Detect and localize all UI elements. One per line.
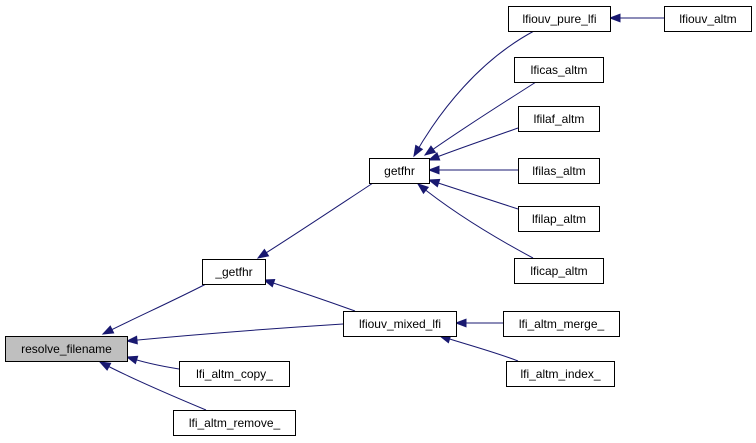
node-box: [514, 57, 604, 83]
edge-lfilaf-altm-to-getfhr: [428, 127, 519, 161]
node-label: lfi_altm_index_: [520, 367, 600, 381]
node-label: lficap_altm: [530, 264, 587, 278]
edge-lfilaf-altm-to-getfhr-arrowhead: [427, 152, 441, 161]
edge-getfhr-to-getfhr: [257, 182, 374, 259]
node-label: lfiouv_altm: [679, 12, 736, 26]
node-lfiouv-altm[interactable]: lfiouv_altm: [664, 6, 752, 32]
node-label: _getfhr: [214, 265, 252, 279]
node-label: lficas_altm: [531, 63, 588, 77]
node-box: [506, 361, 615, 387]
node-label: lfi_altm_merge_: [519, 317, 605, 331]
node-box: [514, 258, 604, 284]
node-label: lfiouv_pure_lfi: [522, 12, 596, 26]
node-box: [518, 106, 600, 132]
node-box: [343, 311, 457, 337]
edge-lfi-altm-merge-to-lfiouv-mixed-lfi-arrowhead: [454, 318, 467, 328]
node-lfi-altm-copy[interactable]: lfi_altm_copy_: [179, 361, 290, 387]
node-label: lfi_altm_copy_: [196, 367, 273, 381]
edge-lfiouv-altm-to-lfiouv-pure-lfi-arrowhead: [608, 13, 621, 23]
node-label: lfi_altm_remove_: [189, 416, 281, 430]
node-box: [503, 311, 620, 337]
node-box: [179, 361, 290, 387]
edge-lficas-altm-to-getfhr: [424, 81, 537, 156]
node-label: lfilaf_altm: [534, 112, 585, 126]
node-label: resolve_filename: [21, 342, 112, 356]
edge-lfiouv-mixed-lfi-to-getfhr: [263, 279, 356, 312]
node-box: [508, 6, 611, 32]
edge-lfi-altm-copy-to-resolve-filename-arrowhead: [125, 355, 139, 365]
node-label: getfhr: [384, 164, 415, 178]
edge-getfhr-to-resolve-filename: [102, 283, 207, 335]
edge-lfi-altm-remove-to-resolve-filename-arrowhead: [98, 361, 112, 371]
node-lfi-altm-remove[interactable]: lfi_altm_remove_: [173, 410, 296, 436]
node-lficap-altm[interactable]: lficap_altm: [514, 258, 604, 284]
node-box: [518, 206, 600, 232]
node-box: [518, 158, 600, 184]
edge-lfilas-altm-to-getfhr-arrowhead: [427, 165, 440, 175]
node-label: lfiouv_mixed_lfi: [359, 317, 441, 331]
edge-lfi-altm-remove-to-resolve-filename: [99, 361, 207, 411]
edge-lfiouv-pure-lfi-to-getfhr: [413, 30, 535, 157]
node-box: [5, 336, 128, 362]
node-lfi-altm-merge[interactable]: lfi_altm_merge_: [503, 311, 620, 337]
edges-layer: [98, 13, 664, 411]
node-lfi-altm-index[interactable]: lfi_altm_index_: [506, 361, 615, 387]
node-lfiouv-pure-lfi[interactable]: lfiouv_pure_lfi: [508, 6, 611, 32]
node-lfiouv-mixed-lfi[interactable]: lfiouv_mixed_lfi: [343, 311, 457, 337]
node-label: lfilas_altm: [532, 164, 585, 178]
node-getfhr[interactable]: _getfhr: [202, 259, 266, 285]
edge-getfhr-to-getfhr-arrowhead: [256, 248, 270, 259]
edge-lficas-altm-to-getfhr-arrowhead: [423, 145, 437, 156]
node-lfilap-altm[interactable]: lfilap_altm: [518, 206, 600, 232]
node-box: [369, 158, 430, 184]
edge-lfiouv-mixed-lfi-to-resolve-filename-arrowhead: [125, 335, 138, 345]
edge-lfiouv-mixed-lfi-to-getfhr-arrowhead: [262, 278, 276, 288]
node-label: lfilap_altm: [532, 212, 586, 226]
edge-lfi-altm-index-to-lfiouv-mixed-lfi: [439, 335, 519, 362]
node-lficas-altm[interactable]: lficas_altm: [514, 57, 604, 83]
node-box: [664, 6, 752, 32]
edge-lfiouv-mixed-lfi-to-resolve-filename: [126, 323, 344, 342]
node-lfilas-altm[interactable]: lfilas_altm: [518, 158, 600, 184]
edge-lfilap-altm-to-getfhr-arrowhead: [427, 178, 441, 188]
edge-getfhr-to-resolve-filename-arrowhead: [101, 325, 115, 335]
node-box: [173, 410, 296, 436]
edge-lficap-altm-to-getfhr-arrowhead: [416, 183, 430, 195]
nodes-layer: resolve_filename_getfhrlfi_altm_copy_lfi…: [5, 6, 752, 436]
node-box: [202, 259, 266, 285]
edge-lfilap-altm-to-getfhr: [428, 179, 519, 210]
node-getfhr[interactable]: getfhr: [369, 158, 430, 184]
edge-lfiouv-pure-lfi-to-getfhr-arrowhead: [413, 144, 424, 158]
node-lfilaf-altm[interactable]: lfilaf_altm: [518, 106, 600, 132]
node-resolve-filename[interactable]: resolve_filename: [5, 336, 128, 362]
edge-lficap-altm-to-getfhr: [417, 183, 534, 259]
